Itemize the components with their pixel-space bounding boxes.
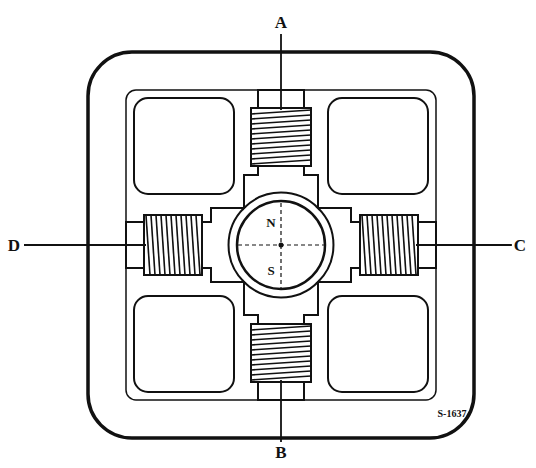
terminal-label: A (273, 13, 289, 32)
terminal-label: C (512, 236, 528, 255)
terminal-label: B (273, 443, 288, 462)
pole-label: S (265, 263, 276, 278)
figure-number: S-1637 (436, 408, 469, 420)
pole-label: N (264, 215, 277, 230)
terminal-label: D (6, 236, 22, 255)
